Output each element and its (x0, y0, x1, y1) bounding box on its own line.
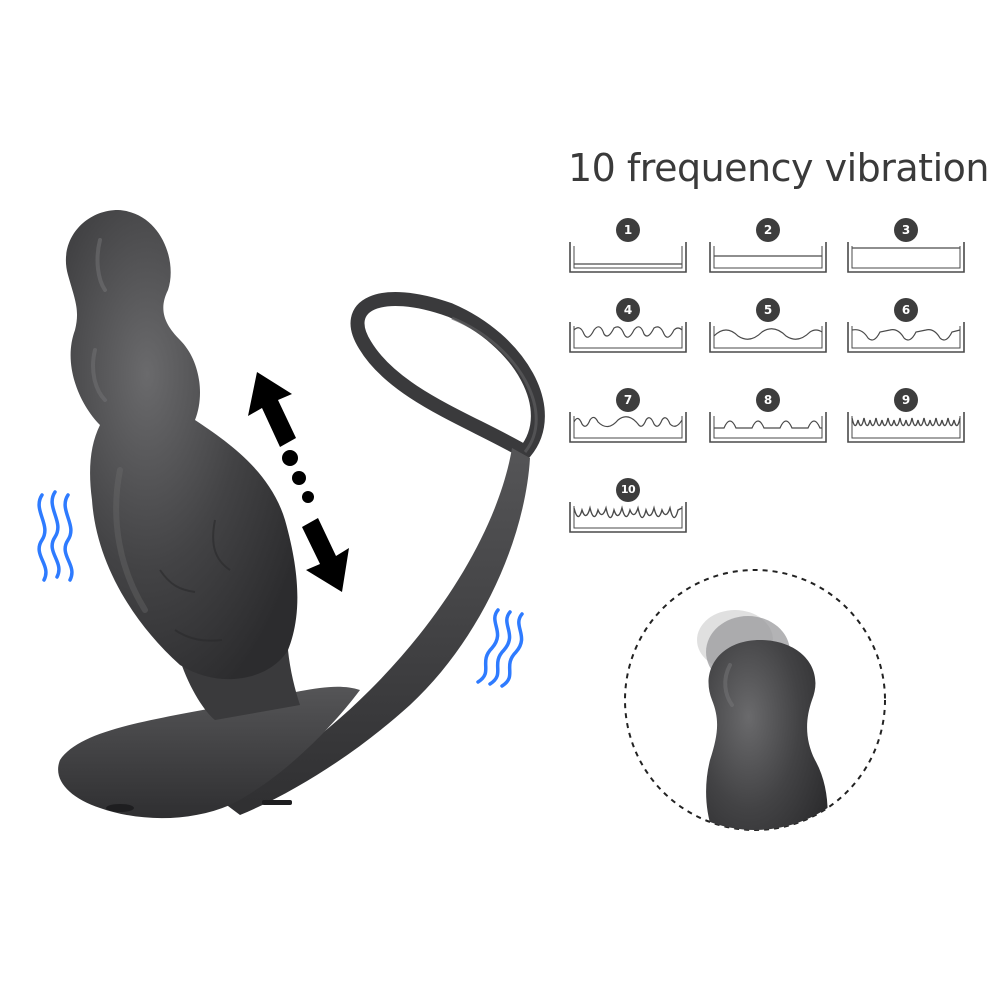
mode-8: 8 (708, 388, 828, 448)
mode-number-badge: 9 (894, 388, 918, 412)
mode-1: 1 (568, 218, 688, 278)
vibration-wave-icon (476, 608, 524, 688)
mixed-wave-pattern-icon (569, 412, 687, 443)
flat-pattern-icon (569, 242, 687, 273)
mode-number-badge: 3 (894, 218, 918, 242)
mode-number-badge: 8 (756, 388, 780, 412)
magnified-tip-icon (624, 569, 886, 831)
deep-zigzag-pattern-icon (569, 502, 687, 533)
mode-10: 10 (568, 478, 688, 538)
product-base (58, 686, 360, 819)
smooth-wave-pattern-icon (709, 322, 827, 353)
mode-2: 2 (708, 218, 828, 278)
mode-9: 9 (846, 388, 966, 448)
mode-number-badge: 7 (616, 388, 640, 412)
mode-7: 7 (568, 388, 688, 448)
mode-5: 5 (708, 298, 828, 358)
double-dip-pattern-icon (847, 322, 965, 353)
charging-port (106, 804, 134, 812)
double-arrow-icon (248, 372, 349, 592)
mode-number-badge: 2 (756, 218, 780, 242)
mode-number-badge: 5 (756, 298, 780, 322)
dense-zigzag-pattern-icon (847, 412, 965, 443)
flat-pattern-icon (709, 242, 827, 273)
mode-3: 3 (846, 218, 966, 278)
spaced-bumps-pattern-icon (709, 412, 827, 443)
mode-number-badge: 1 (616, 218, 640, 242)
mode-number-badge: 6 (894, 298, 918, 322)
mode-number-badge: 10 (616, 478, 640, 502)
mode-number-badge: 4 (616, 298, 640, 322)
beaded-shaft (65, 210, 298, 680)
ring-loop (350, 291, 545, 459)
vibration-wave-icon (37, 490, 74, 582)
castle-wave-pattern-icon (569, 322, 687, 353)
flat-pattern-icon (847, 242, 965, 273)
button-strip (262, 800, 292, 805)
mode-6: 6 (846, 298, 966, 358)
mode-4: 4 (568, 298, 688, 358)
connector-arm (220, 448, 530, 815)
feature-title: 10 frequency vibration (568, 146, 989, 190)
